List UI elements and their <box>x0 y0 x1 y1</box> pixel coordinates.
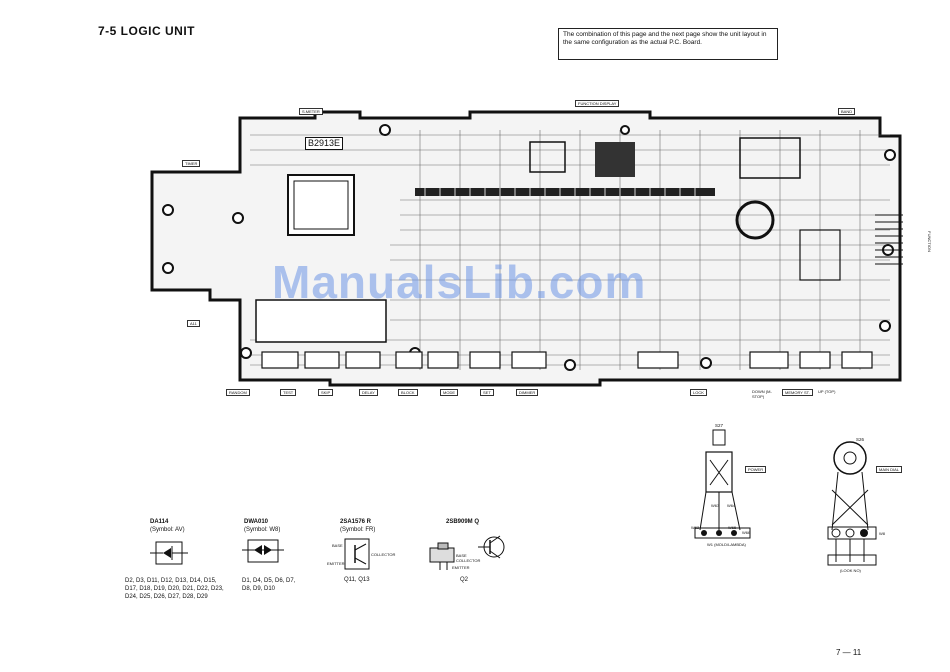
label-band: BAND <box>838 108 856 115</box>
label-memory-st: MEMORY ST. <box>782 389 813 396</box>
power-pin-w64: W64 <box>727 503 736 508</box>
label-timer: TIMER <box>182 160 201 167</box>
power-pin-w62: W62 <box>691 525 700 530</box>
power-switch-ref: S27 <box>715 423 724 428</box>
label-random: RANDOM <box>226 389 250 396</box>
pin-collector-q2: COLLECTOR <box>456 558 481 563</box>
label-down: DOWN (M-STOP) <box>752 389 772 399</box>
power-pin-w66: W66 <box>742 530 751 535</box>
label-delay: DELAY <box>359 389 378 396</box>
refs-2sb909m: Q2 <box>460 577 469 583</box>
part-symbol: (Symbol: AV) <box>150 527 185 533</box>
part-symbol: (Symbol: FR) <box>340 527 376 533</box>
page-title: 7-5 LOGIC UNIT <box>98 24 196 38</box>
power-switch-text: W1 (MOLD/LAMBDA) <box>707 542 746 547</box>
page-number: 7 — 11 <box>836 648 862 657</box>
part-number-2sb909m: 2SB909M Q <box>446 519 480 525</box>
pin-collector: COLLECTOR <box>371 552 396 557</box>
component-da114: DA114 (Symbol: AV) <box>150 518 185 534</box>
label-function: FUNCTION <box>926 231 932 252</box>
pin-base: BASE <box>332 543 343 548</box>
label-block: BLOCK <box>398 389 418 396</box>
component-dwa010: DWA010 (Symbol: W8) <box>244 518 280 534</box>
part-symbol: (Symbol: W8) <box>244 527 281 533</box>
power-switch-label: POWER <box>745 466 767 473</box>
label-up: UP (TOP) <box>818 389 836 394</box>
board-code: B2913E <box>305 137 344 150</box>
rotary-switch-text: (LOOK NO) <box>840 568 861 573</box>
refs-dwa010: D1, D4, D5, D6, D7, D8, D9, D10 <box>242 578 296 592</box>
refs-2sa1576: Q11, Q13 <box>344 577 370 583</box>
pin-emitter: EMITTER <box>327 561 345 566</box>
pin-emitter-q2: EMITTER <box>452 565 470 570</box>
part-number: 2SA1576 R <box>340 519 372 525</box>
power-pin-w65: W65 <box>728 525 737 530</box>
watermark: ManualsLib.com <box>272 256 647 308</box>
label-test: TEST <box>280 389 297 396</box>
label-a11: A11 <box>187 320 200 327</box>
part-number: DA114 <box>150 519 169 525</box>
layout-note: The combination of this page and the nex… <box>558 28 778 60</box>
label-set: SET <box>480 389 494 396</box>
rotary-switch-ref: S26 <box>856 437 865 442</box>
label-lock: LOCK <box>690 389 707 396</box>
component-2sa1576: 2SA1576 R (Symbol: FR) <box>340 518 375 534</box>
label-function-display: FUNCTION DISPLAY <box>575 100 620 107</box>
label-dimmer: DIMMER <box>516 389 539 396</box>
refs-da114: D2, D3, D11, D12, D13, D14, D15, D17, D1… <box>125 578 224 600</box>
pin-base-q2: BASE <box>456 553 467 558</box>
label-mode: MODE <box>440 389 458 396</box>
power-pin-w63: W63 <box>711 503 720 508</box>
label-s-meter: S.METER <box>299 108 323 115</box>
rotary-pin-w8: W8 <box>879 531 885 536</box>
label-skip: SKIP <box>318 389 334 396</box>
rotary-switch-label: MAIN DIAL <box>876 466 903 473</box>
part-number: DWA010 <box>244 519 269 525</box>
